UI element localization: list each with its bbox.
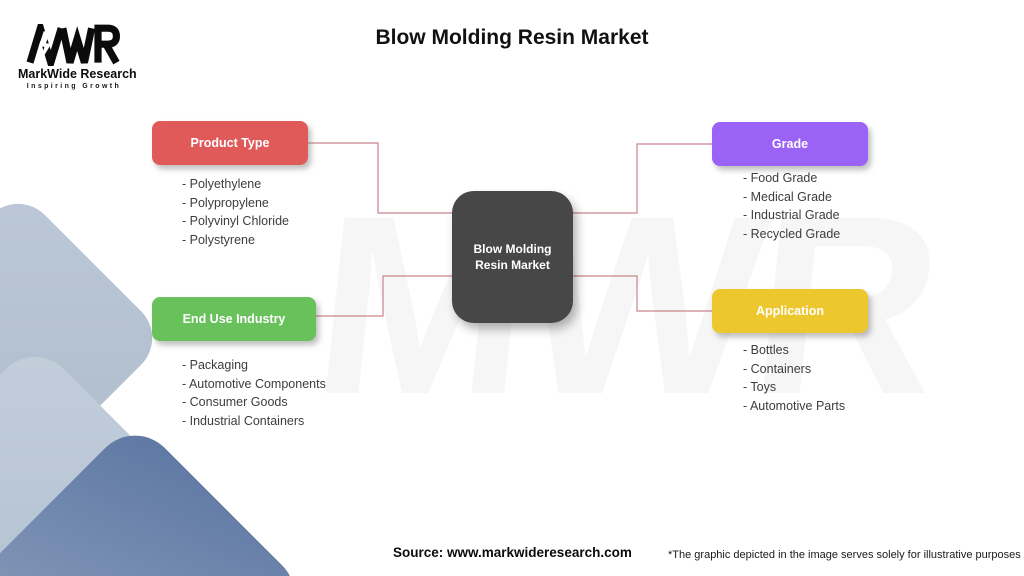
- node-list-grade: - Food Grade - Medical Grade - Industria…: [743, 171, 840, 245]
- page-title: Blow Molding Resin Market: [375, 26, 649, 49]
- node-list-end-use-industry: - Packaging - Automotive Components - Co…: [182, 358, 326, 432]
- list-item: - Bottles: [743, 343, 789, 357]
- list-item: - Automotive Parts: [743, 398, 846, 413]
- list-item: - Packaging: [182, 358, 249, 372]
- node-pill-grade: Grade: [712, 122, 868, 166]
- list-item: - Medical Grade: [743, 189, 832, 204]
- source-text: Source: www.markwideresearch.com: [393, 545, 632, 560]
- node-list-product-type: - Polyethylene - Polypropylene - Polyvin…: [182, 177, 289, 251]
- list-item: - Toys: [743, 380, 777, 395]
- node-pill-application: Application: [712, 289, 868, 333]
- list-item: - Recycled Grade: [743, 226, 841, 241]
- list-item: - Automotive Components: [182, 376, 326, 391]
- node-label: End Use Industry: [182, 312, 286, 326]
- node-pill-end-use-industry: End Use Industry: [152, 297, 316, 341]
- center-node: Blow Molding Resin Market: [452, 191, 573, 323]
- list-item: - Containers: [743, 361, 812, 376]
- list-item: - Polystyrene: [182, 232, 255, 247]
- node-list-application: - Bottles - Containers - Toys - Automoti…: [743, 343, 845, 417]
- node-label: Application: [755, 304, 825, 318]
- logo-name: MarkWide Research: [18, 67, 137, 81]
- node-pill-product-type: Product Type: [152, 121, 308, 165]
- list-item: - Polyethylene: [182, 177, 262, 191]
- center-node-label: Blow Molding Resin Market: [473, 241, 552, 272]
- list-item: - Industrial Containers: [182, 413, 305, 428]
- list-item: - Polyvinyl Chloride: [182, 214, 289, 229]
- list-item: - Consumer Goods: [182, 395, 288, 410]
- logo-tagline: Inspiring Growth: [26, 83, 122, 90]
- list-item: - Polypropylene: [182, 195, 269, 210]
- list-item: - Industrial Grade: [743, 208, 840, 223]
- node-label: Grade: [771, 137, 809, 151]
- mwr-monogram-icon: [26, 24, 121, 66]
- list-item: - Food Grade: [743, 171, 818, 185]
- disclaimer-text: *The graphic depicted in the image serve…: [668, 549, 1021, 561]
- node-label: Product Type: [190, 136, 270, 150]
- logo: MarkWide Research Inspiring Growth: [18, 24, 137, 90]
